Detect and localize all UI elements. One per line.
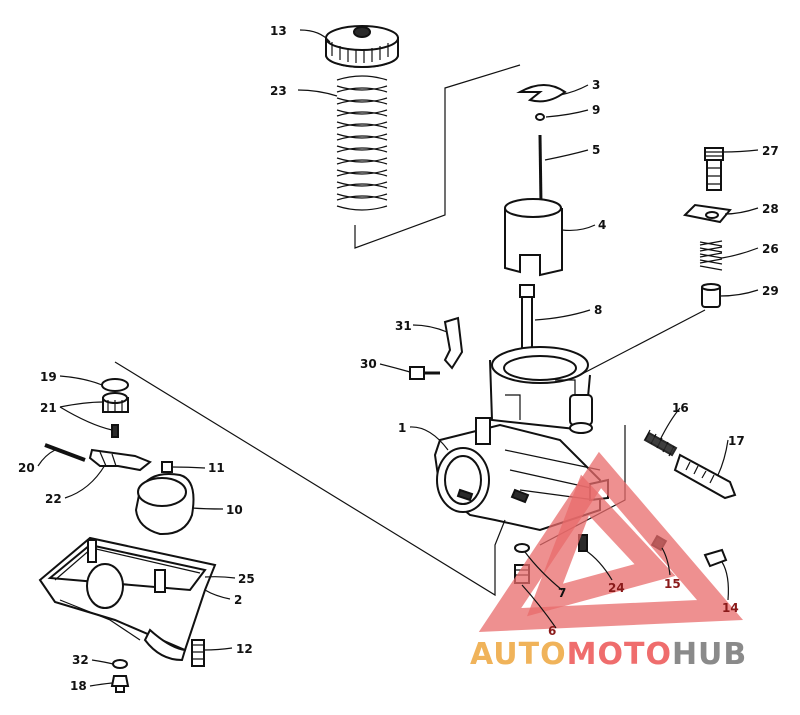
callout-10: 10 (226, 503, 243, 517)
callout-17: 17 (728, 434, 745, 448)
callout-numbers: 13 23 3 9 5 4 8 27 28 26 29 31 30 1 16 1… (18, 24, 779, 693)
callout-30: 30 (360, 357, 377, 371)
callout-16: 16 (672, 401, 689, 415)
watermark-inner-triangle (527, 474, 676, 617)
float-bowl-part (38, 536, 217, 662)
callout-19: 19 (40, 370, 57, 384)
float-valve-seat-part (101, 378, 129, 438)
callout-12: 12 (236, 642, 253, 656)
callout-31: 31 (395, 319, 412, 333)
callout-5: 5 (592, 143, 600, 157)
watermark-word-moto: MOTO (567, 637, 672, 672)
callout-6: 6 (548, 624, 556, 638)
callout-24: 24 (608, 581, 625, 595)
callout-14: 14 (722, 601, 739, 615)
callout-28: 28 (762, 202, 779, 216)
pilot-jet-24-part (578, 534, 588, 552)
watermark: AUTOMOTOHUB (470, 451, 747, 672)
callout-22: 22 (45, 492, 62, 506)
callout-32: 32 (72, 653, 89, 667)
bracket-screw-part (409, 366, 440, 380)
pilot-screw-part (704, 147, 724, 191)
float-part (134, 473, 195, 536)
drain-plug-part (110, 675, 130, 693)
throttle-slide-part (504, 198, 563, 277)
callout-8: 8 (594, 303, 602, 317)
plunger-part (701, 283, 721, 308)
washer-7-part (514, 543, 530, 553)
callout-13: 13 (270, 24, 287, 38)
callout-3: 3 (592, 78, 600, 92)
callout-7: 7 (558, 586, 566, 600)
adjust-spring-part (699, 240, 723, 271)
throttle-cap-part (325, 25, 399, 68)
idle-screw-part (673, 453, 737, 500)
throttle-spring-part (336, 75, 388, 211)
callout-1: 1 (398, 421, 406, 435)
callout-18: 18 (70, 679, 87, 693)
callout-4: 4 (598, 218, 606, 232)
watermark-logo-text: AUTOMOTOHUB (470, 637, 747, 672)
callout-20: 20 (18, 461, 35, 475)
callout-29: 29 (762, 284, 779, 298)
callout-27: 27 (762, 144, 779, 158)
watermark-triangle (478, 451, 744, 632)
carburetor-body-part (433, 346, 609, 532)
needle-clip-part (516, 84, 567, 103)
watermark-word-hub: HUB (672, 637, 747, 672)
plate-washer-part (682, 203, 732, 224)
cable-bracket-part (443, 316, 464, 370)
bowl-screw-part (191, 639, 205, 667)
drain-washer-part (112, 659, 128, 669)
callout-2: 2 (234, 593, 242, 607)
callout-15: 15 (664, 577, 681, 591)
callout-23: 23 (270, 84, 287, 98)
idle-spring-part (643, 429, 678, 457)
jet-14-part (703, 548, 728, 568)
watermark-word-auto: AUTO (470, 637, 567, 672)
callout-11: 11 (208, 461, 225, 475)
callout-21: 21 (40, 401, 57, 415)
needle-jet-part (519, 284, 535, 353)
e-ring-part (535, 113, 545, 121)
float-pin-part (44, 443, 86, 462)
callout-9: 9 (592, 103, 600, 117)
callout-26: 26 (762, 242, 779, 256)
callout-25: 25 (238, 572, 255, 586)
leader-body-left (114, 361, 506, 597)
float-clip-part (161, 461, 173, 473)
float-arm-part (88, 448, 152, 472)
callout-leaders (37, 29, 759, 687)
assembly-leader-top (354, 64, 521, 249)
